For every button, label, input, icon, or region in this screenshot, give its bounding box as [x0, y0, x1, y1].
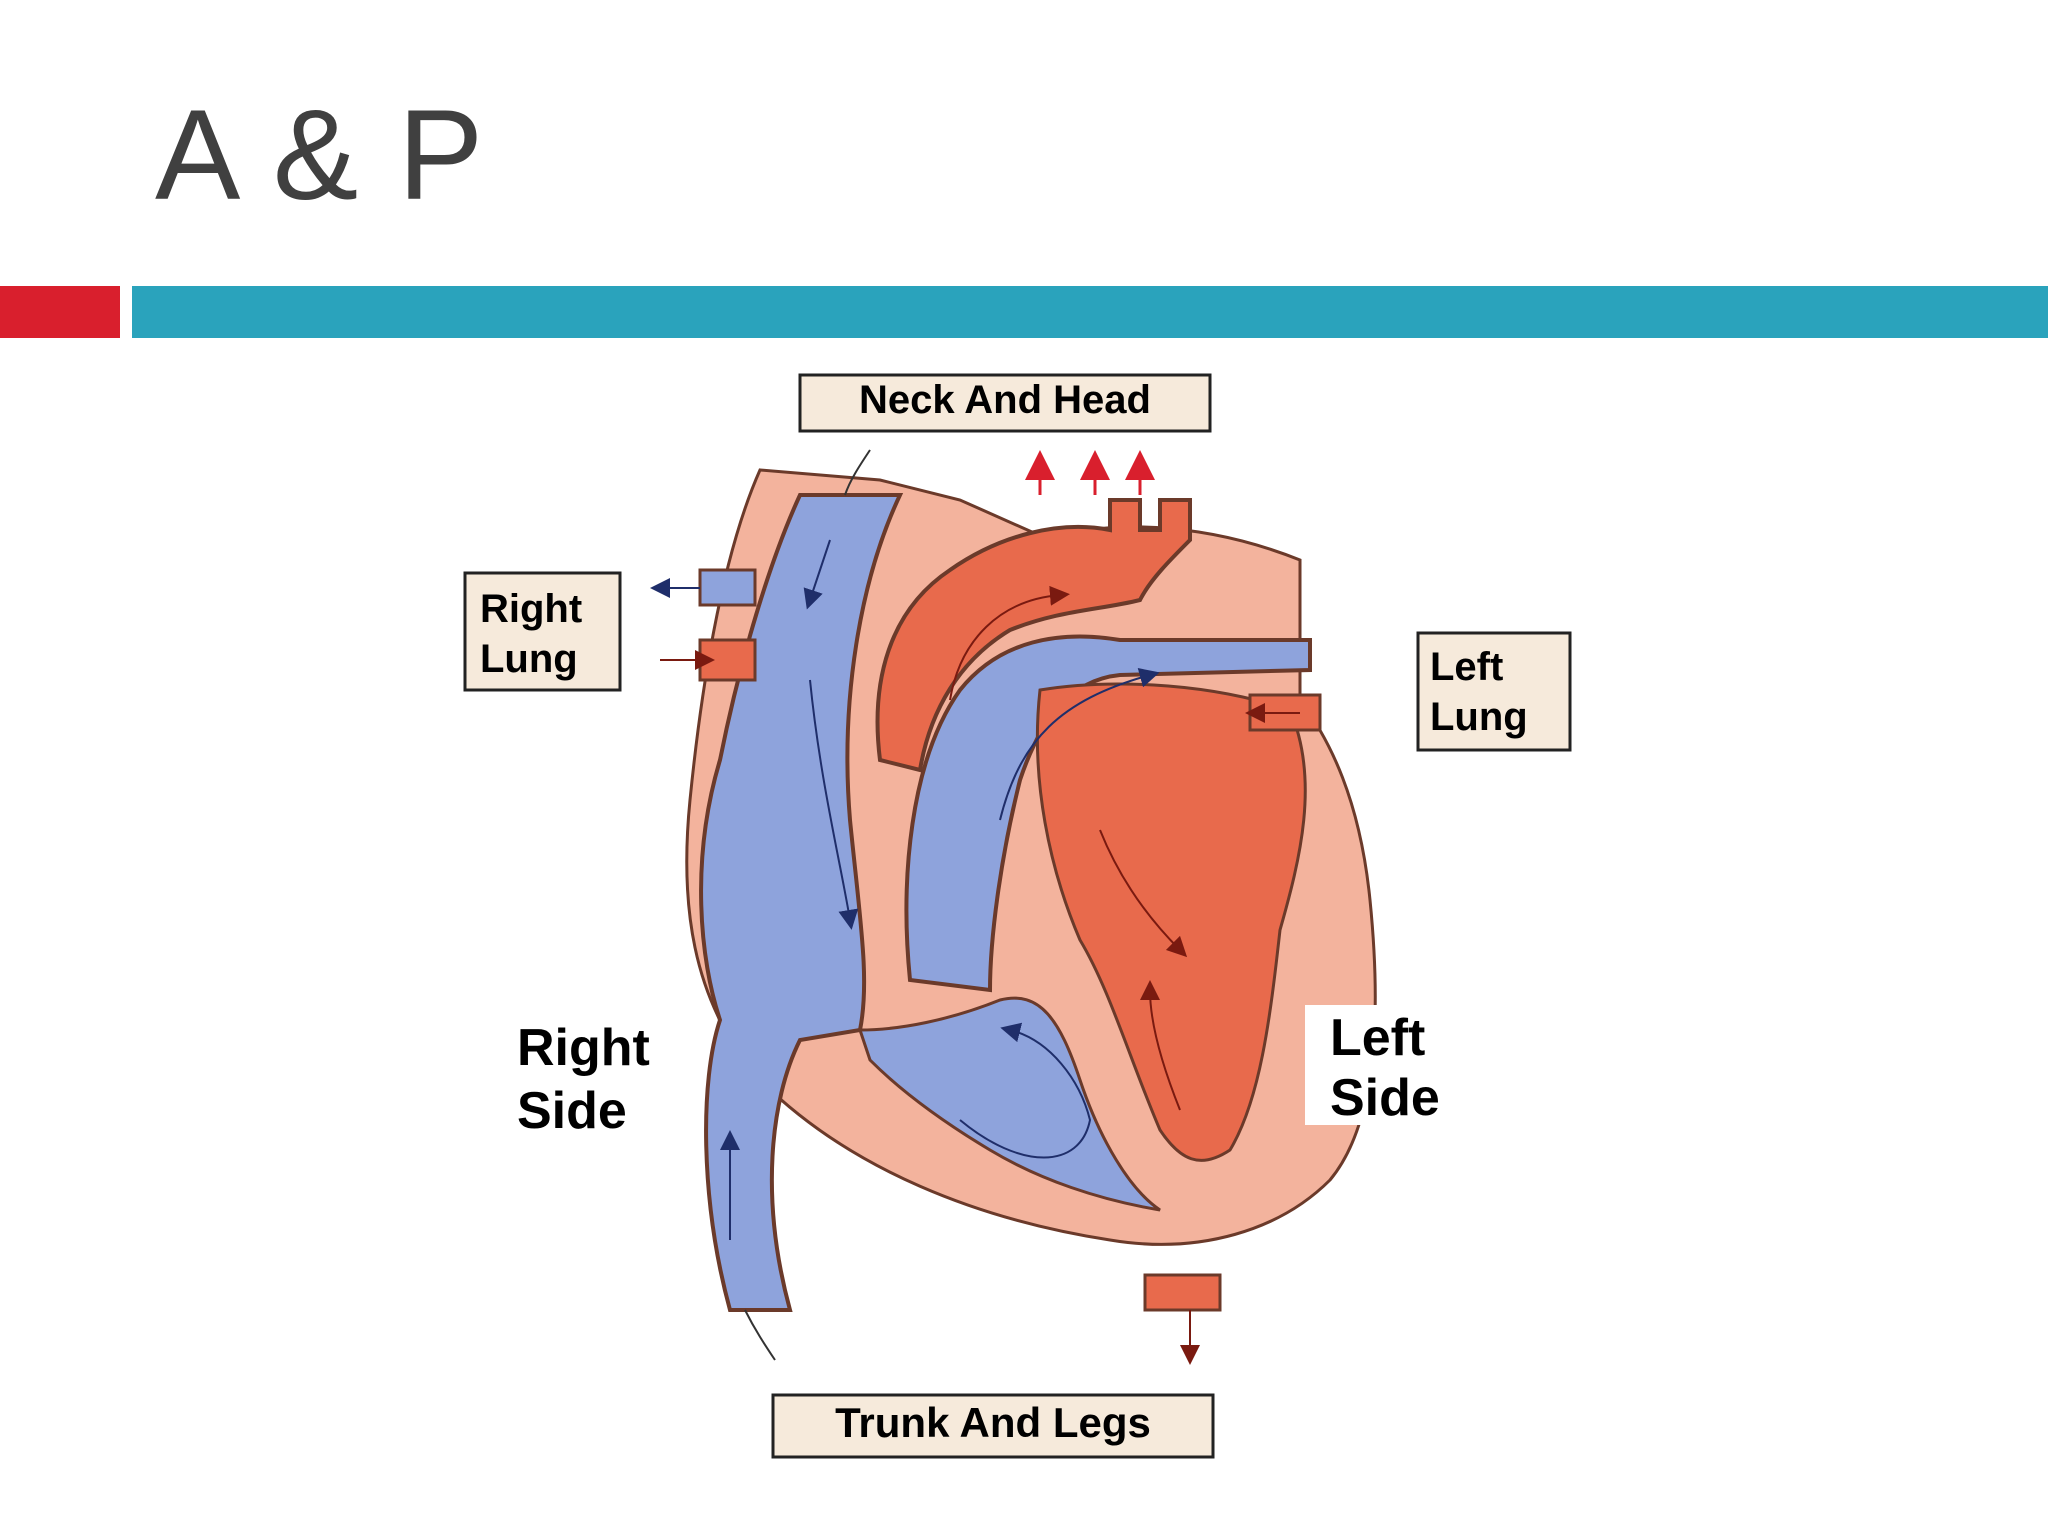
svg-text:Right: Right [517, 1019, 650, 1077]
right-pulmonary-vein [698, 638, 757, 682]
right-ventricle [857, 996, 1161, 1212]
svg-text:Trunk And Legs: Trunk And Legs [835, 1399, 1151, 1446]
svg-text:Side: Side [1330, 1069, 1440, 1127]
flow-arrow [809, 679, 859, 930]
svg-text:Right: Right [480, 587, 582, 631]
label-trunk-and-legs: Trunk And Legs [771, 1393, 1215, 1459]
right-pulmonary-artery [698, 568, 757, 607]
flow-arrow [999, 668, 1160, 821]
vena-cava [699, 493, 904, 1312]
accent-bar-teal [132, 286, 2048, 338]
label-left-lung: Left Lung [1416, 631, 1572, 752]
label-right-lung: Right Lung [463, 571, 622, 692]
descending-aorta [1143, 1273, 1222, 1312]
flow-arrow [803, 539, 831, 610]
aorta [875, 498, 1192, 773]
accent-bar-red [0, 286, 120, 338]
flow-arrow [959, 1022, 1092, 1159]
svg-text:Left: Left [1330, 1009, 1425, 1067]
label-neck-and-head: Neck And Head [798, 373, 1212, 433]
heart-diagram: Neck And Head Right Lung Left Lung Right… [463, 373, 1572, 1459]
label-right-side: Right Side [505, 1019, 700, 1140]
flow-arrow [949, 585, 1070, 701]
leader-line [744, 1309, 776, 1361]
flow-arrow [1099, 829, 1188, 958]
slide-title: A & P [155, 84, 486, 227]
pulmonary-artery [904, 634, 1312, 993]
label-left-side: Left Side [1305, 1005, 1465, 1127]
svg-text:Lung: Lung [480, 637, 578, 681]
svg-text:Side: Side [517, 1082, 627, 1140]
svg-text:Left: Left [1430, 645, 1503, 689]
svg-text:Lung: Lung [1430, 695, 1528, 739]
svg-text:Neck And Head: Neck And Head [859, 378, 1151, 422]
flow-arrow [1140, 980, 1181, 1111]
leader-line [844, 449, 871, 496]
